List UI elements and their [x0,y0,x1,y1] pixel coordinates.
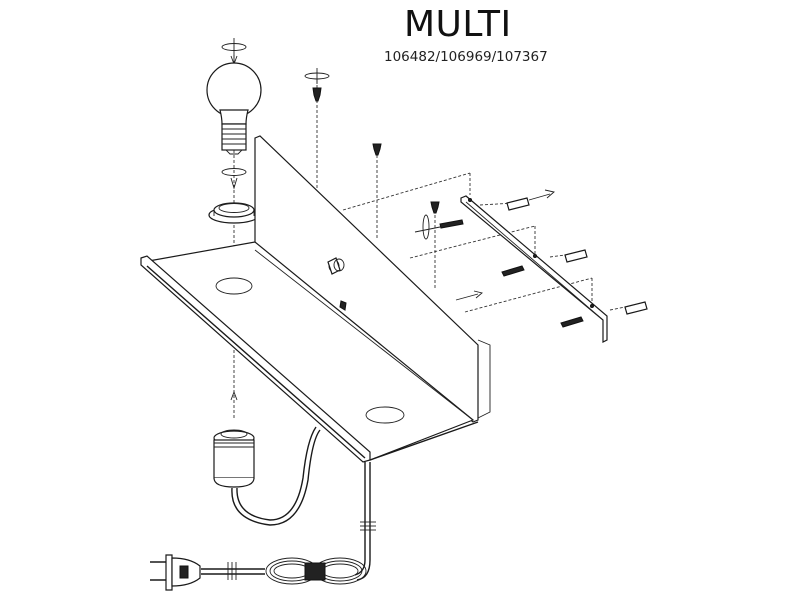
lamp-socket [213,390,255,488]
socket-collar [208,202,260,224]
euro-plug [150,554,201,591]
shelf-bracket [140,135,491,463]
cord-coil [265,557,367,585]
retaining-ring [221,168,247,190]
screws [304,68,483,301]
product-title: MULTI [404,4,512,45]
light-bulb [206,38,262,155]
switch-knob [327,257,345,275]
wall-mounting-rail [460,195,608,343]
product-codes: 106482/106969/107367 [384,49,548,65]
power-cord [201,426,376,581]
wall-plugs [501,189,648,328]
